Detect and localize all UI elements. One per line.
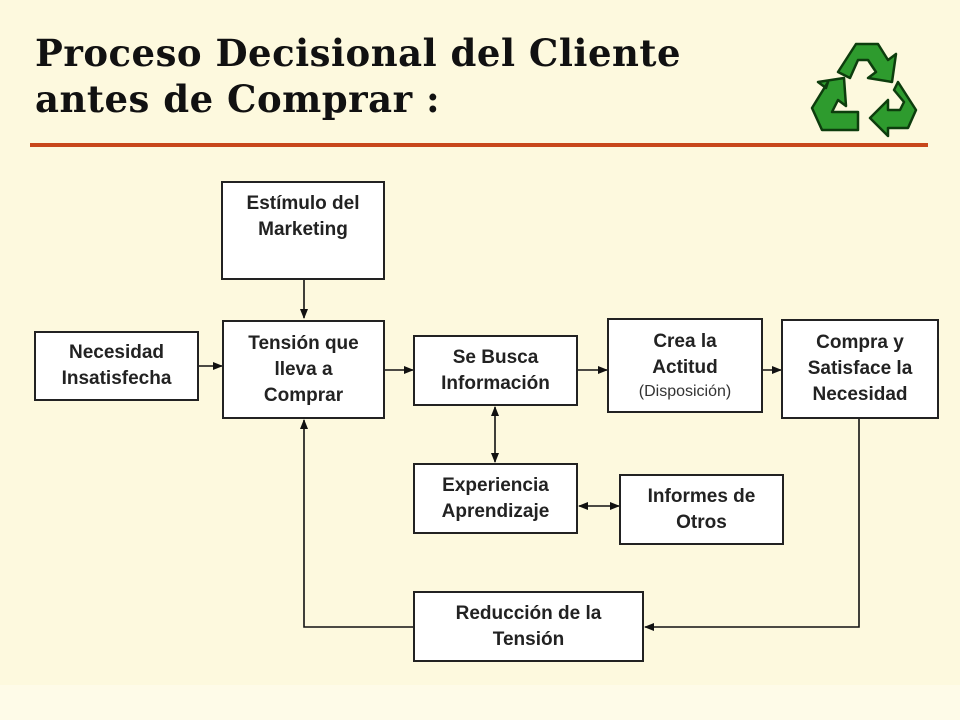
node-busca-line-2: Información	[441, 372, 550, 394]
node-informes-line-1: Informes de	[647, 485, 756, 507]
title-divider	[30, 143, 928, 147]
node-experiencia-line-2: Aprendizaje	[441, 500, 550, 522]
node-compra-line-1: Compra y	[816, 332, 904, 353]
title-line-1: Proceso Decisional del Cliente	[35, 31, 682, 75]
arrow-compra-reduccion	[644, 419, 860, 631]
node-busca-informacion: Se Busca Información	[413, 335, 578, 406]
recycle-icon	[810, 42, 918, 138]
node-tension-line-3: Comprar	[263, 384, 344, 406]
node-experiencia-aprendizaje: Experiencia Aprendizaje	[413, 463, 578, 534]
node-actitud-line-2: Actitud	[652, 356, 718, 378]
node-reduccion-tension: Reducción de la Tensión	[413, 591, 644, 662]
node-informes-line-2: Otros	[676, 511, 727, 533]
node-necesidad-line-1: Necesidad	[68, 342, 165, 363]
node-compra-line-2: Satisface la	[807, 358, 913, 379]
node-tension-line-1: Tensión que	[248, 332, 359, 354]
node-experiencia-line-1: Experiencia	[442, 474, 549, 496]
node-reduccion-line-2: Tensión	[492, 628, 565, 650]
node-necesidad-line-2: Insatisfecha	[61, 368, 172, 389]
node-compra-satisface: Compra y Satisface la Necesidad	[781, 319, 939, 419]
node-tension-line-2: lleva a	[274, 358, 333, 380]
node-estimulo-marketing: Estímulo del Marketing	[221, 181, 385, 280]
node-busca-line-1: Se Busca	[452, 346, 539, 368]
node-actitud-line-1: Crea la	[653, 330, 717, 352]
node-estimulo-line-2: Marketing	[258, 219, 348, 240]
node-actitud-line-3: (Disposición)	[638, 382, 732, 400]
footer-band	[0, 685, 960, 720]
node-informes-otros: Informes de Otros	[619, 474, 784, 545]
node-tension: Tensión que lleva a Comprar	[222, 320, 385, 419]
page-title: Proceso Decisional del Cliente antes de …	[35, 30, 681, 122]
node-reduccion-line-1: Reducción de la	[455, 602, 602, 624]
node-necesidad-insatisfecha: Necesidad Insatisfecha	[34, 331, 199, 401]
arrow-reduccion-tension	[300, 419, 413, 628]
node-compra-line-3: Necesidad	[812, 384, 908, 405]
node-crea-actitud: Crea la Actitud (Disposición)	[607, 318, 763, 413]
title-line-2: antes de Comprar :	[35, 77, 441, 121]
node-estimulo-line-1: Estímulo del	[246, 193, 360, 214]
